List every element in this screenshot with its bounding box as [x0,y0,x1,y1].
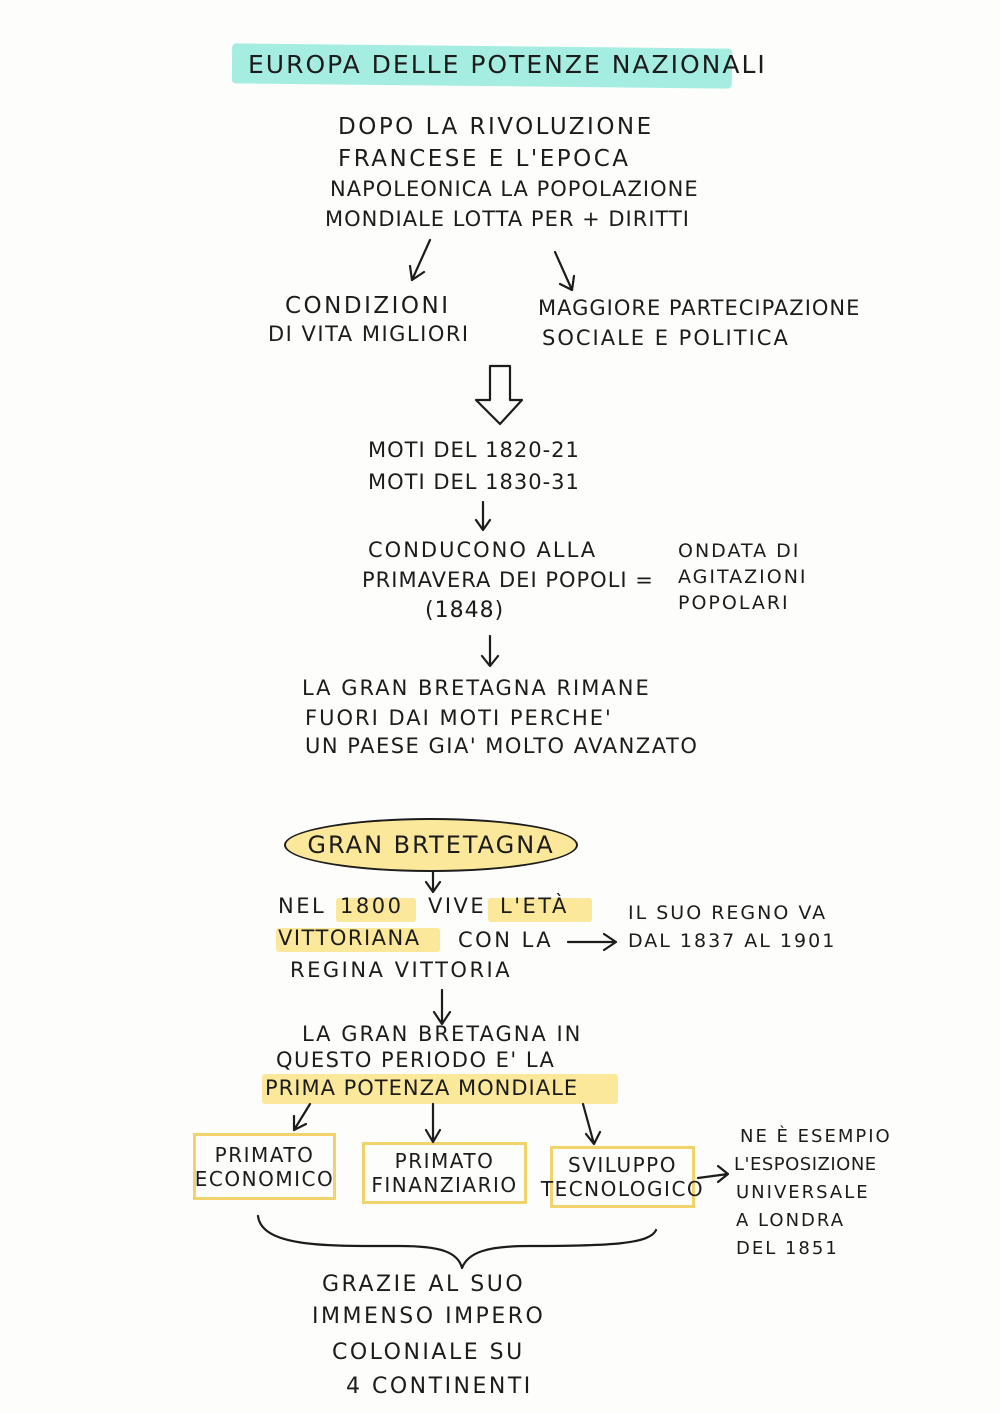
vittoriana-word: VITTORIANA [278,926,421,950]
highlight-vittoriana [276,928,440,952]
arrow-moti-down [474,500,492,532]
regno-line: DAL 1837 AL 1901 [628,930,837,952]
arrow-to-box-finanziario [424,1102,442,1144]
vittoriana-word: VIVE [428,894,487,918]
esposizione-line: L'ESPOSIZIONE [734,1154,877,1175]
regno-line: IL SUO REGNO VA [628,902,828,924]
arrow-regina-down [432,988,452,1026]
impero-line: 4 CONTINENTI [346,1374,533,1399]
page-title: EUROPA DELLE POTENZE NAZIONALI [248,50,767,79]
esposizione-line: A LONDRA [736,1210,846,1231]
gb-fuori-line: FUORI DAI MOTI PERCHE' [305,706,613,730]
primavera-line: PRIMAVERA DEI POPOLI = [362,568,654,592]
arrow-to-box-tecnologico [581,1102,602,1146]
vittoriana-word: 1800 [340,894,404,918]
arrow-to-box-economico [292,1102,312,1132]
intro-line: MONDIALE LOTTA PER + DIRITTI [325,207,691,231]
arrow-to-right-branch [553,250,576,292]
gb-fuori-line: LA GRAN BRETAGNA RIMANE [302,676,651,700]
vittoriana-line: REGINA VITTORIA [290,958,513,982]
highlight-eta [488,898,592,922]
gb-fuori-line: UN PAESE GIA' MOLTO AVANZATO [305,734,699,758]
highlight-prima-potenza [262,1074,618,1104]
highlight-1800 [336,898,416,922]
impero-line: IMMENSO IMPERO [312,1304,546,1329]
branch-right-line: SOCIALE E POLITICA [542,326,790,350]
vittoriana-word: CON LA [458,928,554,952]
potenza-line: LA GRAN BRETAGNA IN [302,1022,583,1046]
primavera-line: CONDUCONO ALLA [368,538,598,562]
box-label: PRIMATO FINANZIARIO [371,1149,518,1197]
primato-economico-box: PRIMATO ECONOMICO [193,1133,336,1200]
arrow-esposizione [696,1164,730,1184]
impero-line: GRAZIE AL SUO [322,1272,526,1297]
ondata-line: ONDATA DI [678,540,801,562]
potenza-line: QUESTO PERIODO E' LA [276,1048,556,1072]
intro-line: NAPOLEONICA LA POPOLAZIONE [330,177,699,201]
ondata-line: AGITAZIONI [678,566,808,588]
box-label: PRIMATO ECONOMICO [194,1142,335,1191]
section-title: GRAN BRTETAGNA [307,831,555,859]
box-label: SVILUPPO TECNOLOGICO [540,1153,705,1201]
potenza-line: PRIMA POTENZA MONDIALE [265,1076,579,1100]
arrow-to-left-branch [408,238,432,282]
vittoriana-word: L'ETÀ [500,894,569,918]
intro-line: FRANCESE E L'EPOCA [338,146,631,172]
curly-brace [256,1214,658,1270]
moti-line: MOTI DEL 1820-21 [368,438,580,462]
intro-line: DOPO LA RIVOLUZIONE [338,114,654,140]
primavera-line: (1848) [425,598,505,623]
arrow-regno [566,932,618,952]
esposizione-line: DEL 1851 [736,1238,839,1259]
branch-left-line: CONDIZIONI [285,293,451,319]
section-title-oval: GRAN BRTETAGNA [284,818,578,872]
moti-line: MOTI DEL 1830-31 [368,470,580,494]
ondata-line: POPOLARI [678,592,790,614]
vittoriana-word: NEL [278,894,327,918]
arrow-oval-down [424,870,442,894]
big-down-arrow [474,364,524,426]
branch-right-line: MAGGIORE PARTECIPAZIONE [538,296,861,320]
arrow-primavera-down [480,634,500,668]
branch-left-line: DI VITA MIGLIORI [268,322,470,346]
impero-line: COLONIALE SU [332,1340,525,1365]
esposizione-line: NE È ESEMPIO [740,1126,892,1147]
primato-finanziario-box: PRIMATO FINANZIARIO [362,1142,527,1204]
esposizione-line: UNIVERSALE [736,1182,870,1203]
sviluppo-tecnologico-box: SVILUPPO TECNOLOGICO [541,1146,703,1208]
